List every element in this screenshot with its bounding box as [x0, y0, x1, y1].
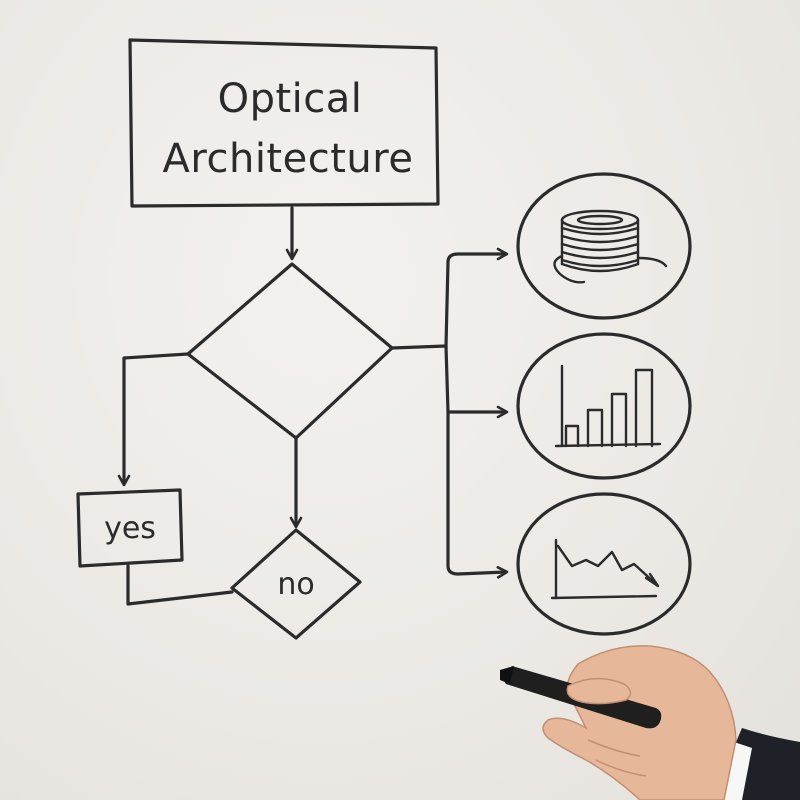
fiber-coil-icon [553, 209, 668, 284]
yes-box: yes [76, 488, 184, 568]
connector-yes-to-no [126, 564, 234, 606]
no-label: no [277, 567, 314, 602]
title-line-2: Architecture [163, 136, 414, 182]
connector-decision-right [390, 344, 448, 350]
arrow-to-bar-chart [444, 344, 509, 419]
finger-crease [595, 759, 647, 777]
arrow-to-line-chart [446, 410, 509, 579]
line-chart-icon [550, 538, 660, 600]
no-diamond: no [230, 528, 362, 640]
thumb [566, 677, 632, 705]
finger-crease [587, 739, 641, 757]
bar-chart-icon [554, 364, 662, 448]
line-chart-node [516, 492, 692, 636]
arrow-decision-to-yes [117, 352, 190, 487]
bar-chart-node [516, 332, 692, 480]
hand-with-marker [500, 645, 800, 800]
arrow-to-coil [444, 247, 509, 348]
marker-tip [500, 666, 514, 684]
title-line-1: Optical [218, 76, 363, 122]
title-box: Optical Architecture [128, 38, 440, 208]
decision-diamond [186, 262, 394, 440]
coil-node [516, 172, 692, 320]
yes-label: yes [104, 511, 156, 546]
